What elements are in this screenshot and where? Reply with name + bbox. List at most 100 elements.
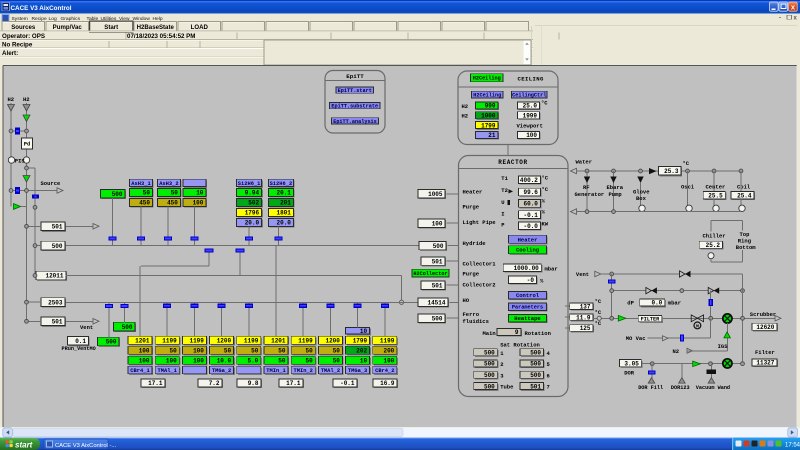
svg-text:Hydride: Hydride (463, 240, 487, 247)
svg-text:10.0: 10.0 (217, 357, 232, 364)
svg-text:Top: Top (740, 231, 751, 238)
svg-text:TMGa_2: TMGa_2 (212, 368, 231, 374)
svg-text:°C: °C (595, 320, 602, 327)
svg-text:500: 500 (530, 361, 541, 368)
svg-text:201: 201 (280, 200, 291, 207)
svg-text:10: 10 (360, 357, 368, 364)
svg-text:PIS: PIS (15, 158, 26, 165)
svg-text:100: 100 (193, 347, 204, 354)
svg-text:M: M (696, 324, 699, 330)
svg-text:1199: 1199 (380, 337, 395, 344)
svg-text:500: 500 (484, 349, 495, 356)
svg-text:1199: 1199 (162, 337, 177, 344)
svg-text:N2: N2 (673, 348, 680, 355)
svg-text:Vent: Vent (80, 324, 93, 331)
svg-text:99.6: 99.6 (523, 189, 538, 196)
svg-text:Viewport: Viewport (517, 122, 543, 129)
svg-text:-0.0: -0.0 (523, 223, 538, 230)
svg-text:500: 500 (484, 383, 495, 390)
svg-text:21: 21 (488, 132, 496, 139)
svg-text:Ring: Ring (738, 237, 751, 244)
svg-text:502: 502 (248, 200, 259, 207)
svg-text:mbar: mbar (668, 299, 681, 306)
svg-text:17.1: 17.1 (148, 380, 163, 387)
svg-text:DOR123: DOR123 (671, 385, 690, 391)
svg-text:Help: Help (153, 16, 163, 22)
svg-text:H2BaseState: H2BaseState (137, 24, 175, 31)
svg-text:50: 50 (305, 347, 313, 354)
svg-text:60.0: 60.0 (523, 201, 538, 208)
svg-text:50: 50 (251, 347, 259, 354)
svg-text:100: 100 (432, 220, 443, 227)
svg-text:50: 50 (143, 190, 151, 197)
svg-text:501: 501 (52, 223, 63, 230)
svg-text:RF: RF (583, 184, 590, 191)
svg-text:°C: °C (595, 298, 602, 305)
svg-text:I: I (501, 210, 504, 217)
svg-text:Pd: Pd (24, 140, 31, 147)
svg-text:1796: 1796 (245, 210, 260, 217)
svg-text:5: 5 (547, 361, 551, 368)
svg-text:500: 500 (530, 372, 541, 379)
svg-text:-0.1: -0.1 (523, 212, 538, 219)
svg-text:H2Ceiling: H2Ceiling (473, 93, 501, 99)
svg-text:10: 10 (360, 328, 368, 335)
svg-text:H2: H2 (8, 96, 15, 103)
svg-text:500: 500 (433, 243, 444, 250)
svg-text:3: 3 (500, 372, 504, 379)
svg-text:137: 137 (580, 303, 591, 310)
svg-text:DOR: DOR (624, 369, 635, 376)
svg-text:Light Pipe: Light Pipe (463, 219, 497, 226)
svg-text:Cooling: Cooling (516, 247, 539, 254)
svg-text:Collector1: Collector1 (463, 261, 497, 268)
svg-text:20.0: 20.0 (245, 220, 260, 227)
svg-text:50: 50 (171, 190, 179, 197)
svg-text:U: U (501, 199, 504, 206)
svg-text:Sources: Sources (11, 24, 36, 31)
svg-text:H2: H2 (462, 103, 469, 110)
svg-text:Vacuum Wand: Vacuum Wand (696, 385, 730, 391)
svg-text:Ebara: Ebara (607, 184, 624, 191)
svg-text:AsH3_2: AsH3_2 (159, 181, 178, 187)
svg-text:CEILING: CEILING (518, 75, 545, 82)
svg-text:100: 100 (139, 347, 150, 354)
svg-text:Si2H6_1: Si2H6_1 (238, 181, 261, 187)
svg-text:1000: 1000 (481, 112, 496, 119)
svg-text:Start: Start (104, 24, 118, 31)
svg-text:%: % (540, 278, 544, 285)
svg-text:CeilingCtrl: CeilingCtrl (512, 93, 546, 99)
svg-text:1999: 1999 (523, 112, 538, 119)
svg-text:°C: °C (541, 100, 548, 107)
svg-text:H2: H2 (462, 113, 469, 120)
svg-text:Control: Control (516, 292, 540, 299)
svg-text:501: 501 (432, 258, 443, 265)
svg-text:T1: T1 (501, 175, 508, 182)
svg-text:100: 100 (526, 132, 537, 139)
svg-text:25.3: 25.3 (664, 168, 679, 175)
svg-text:12011: 12011 (45, 273, 63, 280)
svg-text:Parameters: Parameters (512, 305, 543, 311)
svg-text:EpiTT.start: EpiTT.start (338, 88, 372, 94)
svg-text:Pump: Pump (609, 191, 623, 198)
svg-text:AsH3_1: AsH3_1 (131, 181, 150, 187)
svg-text:500: 500 (106, 339, 117, 346)
svg-text:-0.1: -0.1 (340, 380, 355, 387)
svg-text:202: 202 (356, 347, 367, 354)
svg-text:Ferro: Ferro (463, 311, 480, 318)
svg-text:1: 1 (500, 350, 504, 357)
svg-text:Filter: Filter (755, 349, 775, 356)
svg-text:7.2: 7.2 (209, 380, 220, 387)
svg-text:Alert:: Alert: (2, 50, 18, 57)
svg-text:100: 100 (166, 357, 177, 364)
svg-text:25.0: 25.0 (523, 103, 538, 110)
svg-text:501: 501 (52, 318, 63, 325)
svg-text:6: 6 (547, 372, 550, 379)
svg-text:TMAl_1: TMAl_1 (157, 368, 176, 374)
svg-text:View: View (119, 16, 130, 22)
svg-text:Si2H6_2: Si2H6_2 (270, 181, 293, 187)
svg-text:Recipe: Recipe (32, 16, 48, 22)
svg-text:1199: 1199 (298, 337, 313, 344)
svg-text:16.9: 16.9 (380, 380, 395, 387)
svg-text:2: 2 (500, 361, 503, 368)
svg-text:Purge: Purge (463, 203, 480, 210)
